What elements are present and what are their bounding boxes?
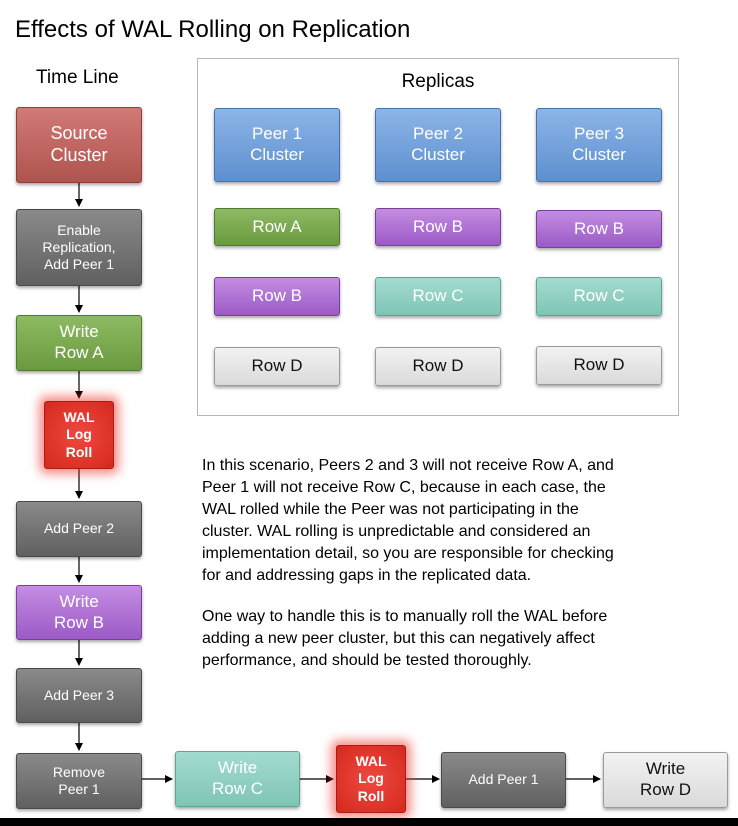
step-enable-replication: Enable Replication, Add Peer 1 xyxy=(16,209,142,286)
peer-2-row-b: Row B xyxy=(375,208,501,246)
peer-2-cluster: Peer 2 Cluster xyxy=(375,108,501,182)
peer-3-row-d: Row D xyxy=(536,346,662,385)
peer-2-row-c: Row C xyxy=(375,277,501,316)
step-wal-log-roll-2: WAL Log Roll xyxy=(336,745,406,813)
step-source-cluster: Source Cluster xyxy=(16,107,142,183)
step-write-row-b: Write Row B xyxy=(16,585,142,640)
description-paragraph-1: In this scenario, Peers 2 and 3 will not… xyxy=(202,457,614,584)
step-write-row-d: Write Row D xyxy=(603,752,728,808)
step-add-peer-3: Add Peer 3 xyxy=(16,668,142,723)
step-write-row-a: Write Row A xyxy=(16,315,142,371)
peer-1-row-d: Row D xyxy=(214,347,340,386)
peer-3-row-b: Row B xyxy=(536,210,662,248)
bottom-bar xyxy=(0,818,738,826)
peer-2-row-d: Row D xyxy=(375,347,501,386)
step-remove-peer-1: Remove Peer 1 xyxy=(16,753,142,809)
step-add-peer-1: Add Peer 1 xyxy=(441,752,566,808)
step-add-peer-2: Add Peer 2 xyxy=(16,501,142,557)
peer-1-row-a: Row A xyxy=(214,208,340,246)
peer-3-cluster: Peer 3 Cluster xyxy=(536,108,662,182)
peer-1-row-b: Row B xyxy=(214,277,340,316)
step-wal-log-roll-1: WAL Log Roll xyxy=(44,401,114,469)
diagram-title: Effects of WAL Rolling on Replication xyxy=(15,16,411,43)
peer-1-cluster: Peer 1 Cluster xyxy=(214,108,340,182)
peer-3-row-c: Row C xyxy=(536,277,662,316)
description-paragraph-2: One way to handle this is to manually ro… xyxy=(202,608,608,669)
replicas-label: Replicas xyxy=(401,71,475,92)
timeline-label: Time Line xyxy=(36,67,119,88)
step-write-row-c: Write Row C xyxy=(175,751,300,807)
